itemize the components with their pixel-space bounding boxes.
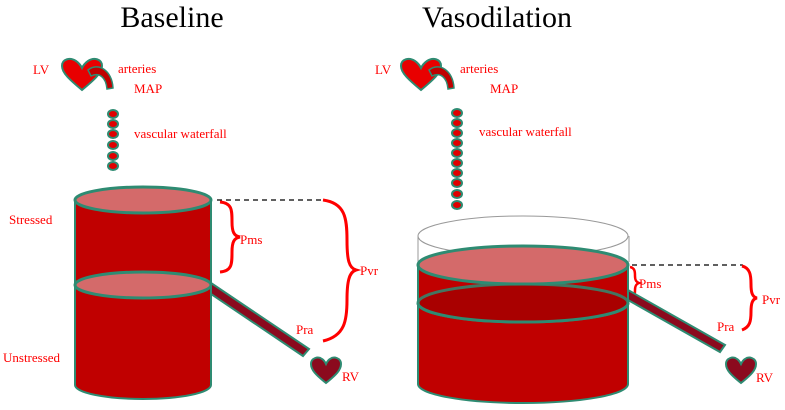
vasodilation-lv-label: LV (375, 62, 392, 77)
vasodilation-rv-heart-icon (724, 356, 758, 385)
baseline-unstressed-label: Unstressed (3, 350, 61, 365)
baseline-rv-heart-icon (309, 356, 343, 385)
baseline-pms-label: Pms (240, 232, 262, 247)
vasodilation-pms-label: Pms (639, 276, 661, 291)
baseline-map-label: MAP (134, 81, 162, 96)
baseline-arteries-label: arteries (118, 61, 156, 76)
vasodilation-panel: Vasodilation LV arteries MAP vascular wa… (375, 1, 781, 404)
baseline-panel: Baseline LV arteries MAP vascular waterf… (3, 1, 379, 400)
baseline-waterfall-label: vascular waterfall (134, 126, 227, 141)
baseline-waterfall-drops (107, 109, 119, 171)
vasodilation-filled-cylinder (416, 244, 630, 404)
baseline-pra-label: Pra (296, 322, 314, 337)
arteries-arc-icon (87, 66, 114, 90)
baseline-pvr-label: Pvr (360, 263, 379, 278)
baseline-title: Baseline (120, 1, 223, 34)
vasodilation-map-label: MAP (490, 81, 518, 96)
vasodilation-lv-heart-icon (399, 57, 443, 92)
vasodilation-arteries-label: arteries (460, 61, 498, 76)
baseline-stressed-label: Stressed (9, 212, 53, 227)
vasodilation-rv-label: RV (756, 370, 774, 385)
vasodilation-pvr-brace (741, 264, 758, 332)
baseline-pvr-brace (322, 198, 362, 343)
vasodilation-venous-tube (627, 288, 727, 354)
vasodilation-pvr-label: Pvr (762, 292, 781, 307)
baseline-rv-label: RV (342, 369, 360, 384)
vasodilation-waterfall-drops (451, 108, 463, 210)
baseline-unstressed-cylinder (73, 270, 213, 400)
lv-heart-icon (60, 57, 104, 92)
vasodilation-arteries-arc-icon (428, 66, 455, 90)
baseline-pms-brace (219, 200, 241, 274)
baseline-lv-label: LV (33, 62, 50, 77)
vasodilation-title: Vasodilation (422, 1, 572, 34)
baseline-venous-tube (210, 281, 311, 358)
vasodilation-waterfall-label: vascular waterfall (479, 124, 572, 139)
vasodilation-pra-label: Pra (717, 319, 735, 334)
